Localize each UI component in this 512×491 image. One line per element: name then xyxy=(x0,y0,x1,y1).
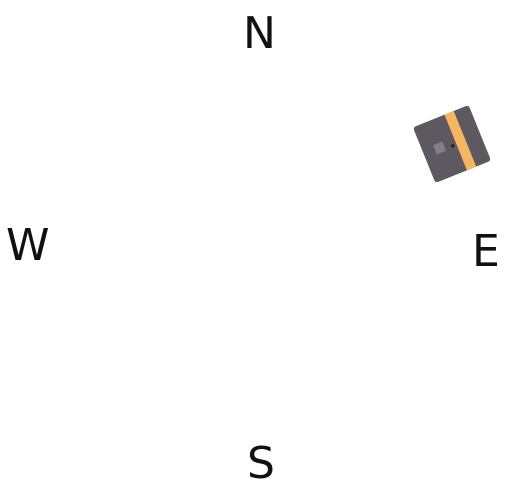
cardboard-box-icon xyxy=(413,105,491,183)
box-marker[interactable] xyxy=(410,102,493,185)
compass-north-label: N xyxy=(243,8,276,59)
compass-south-label: S xyxy=(247,438,275,489)
compass-east-label: E xyxy=(472,226,500,277)
compass-west-label: W xyxy=(6,220,50,271)
